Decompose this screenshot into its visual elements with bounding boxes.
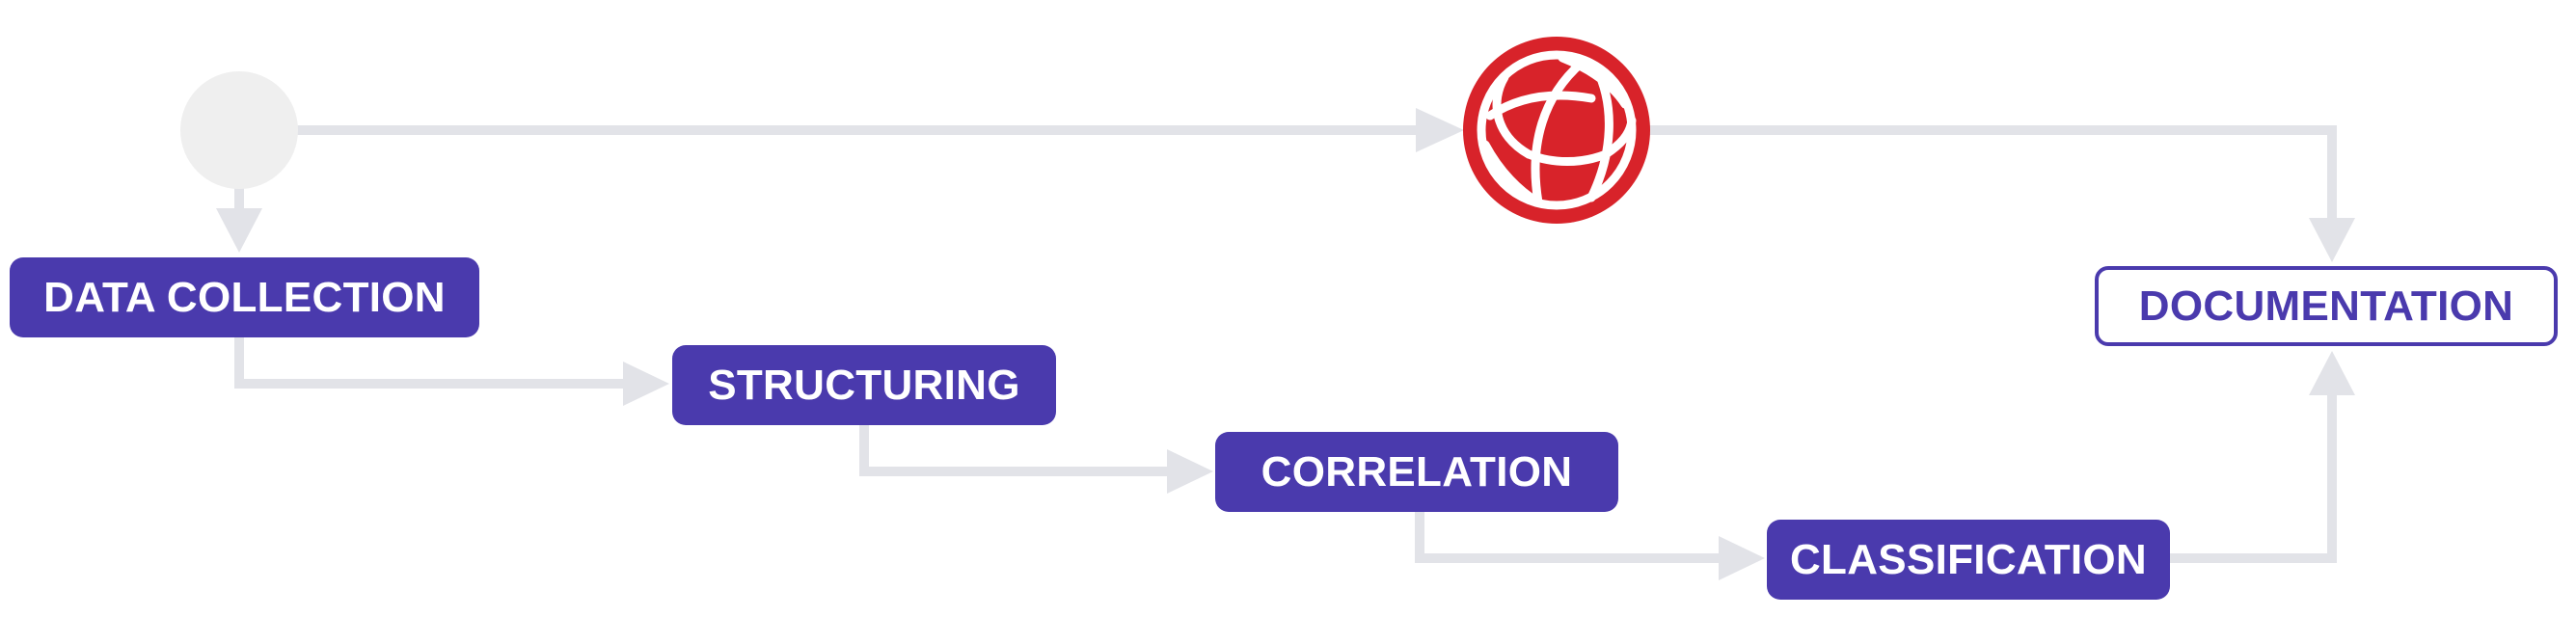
connector-correlation-to-classification <box>1415 512 1726 563</box>
connector-data-collection-to-structuring <box>234 337 632 389</box>
arrowhead-to-globe <box>1416 108 1464 152</box>
arrowhead-to-documentation-bottom <box>2309 351 2355 395</box>
connector-globe-to-documentation <box>1649 125 2337 222</box>
step-correlation: CORRELATION <box>1215 432 1618 512</box>
arrowhead-to-data-collection <box>216 208 262 253</box>
arrowhead-to-correlation <box>1167 449 1213 494</box>
step-data-collection: DATA COLLECTION <box>10 257 479 337</box>
connector-structuring-to-correlation <box>859 425 1175 476</box>
arrowhead-to-classification <box>1719 536 1765 580</box>
start-node-circle <box>180 71 298 189</box>
connector-classification-to-documentation <box>2170 395 2337 563</box>
step-classification: CLASSIFICATION <box>1767 520 2170 600</box>
arrowhead-to-documentation-top <box>2309 218 2355 262</box>
arrowhead-to-structuring <box>623 362 669 406</box>
globe-icon <box>1463 37 1650 224</box>
step-structuring: STRUCTURING <box>672 345 1056 425</box>
step-documentation: DOCUMENTATION <box>2095 266 2558 346</box>
